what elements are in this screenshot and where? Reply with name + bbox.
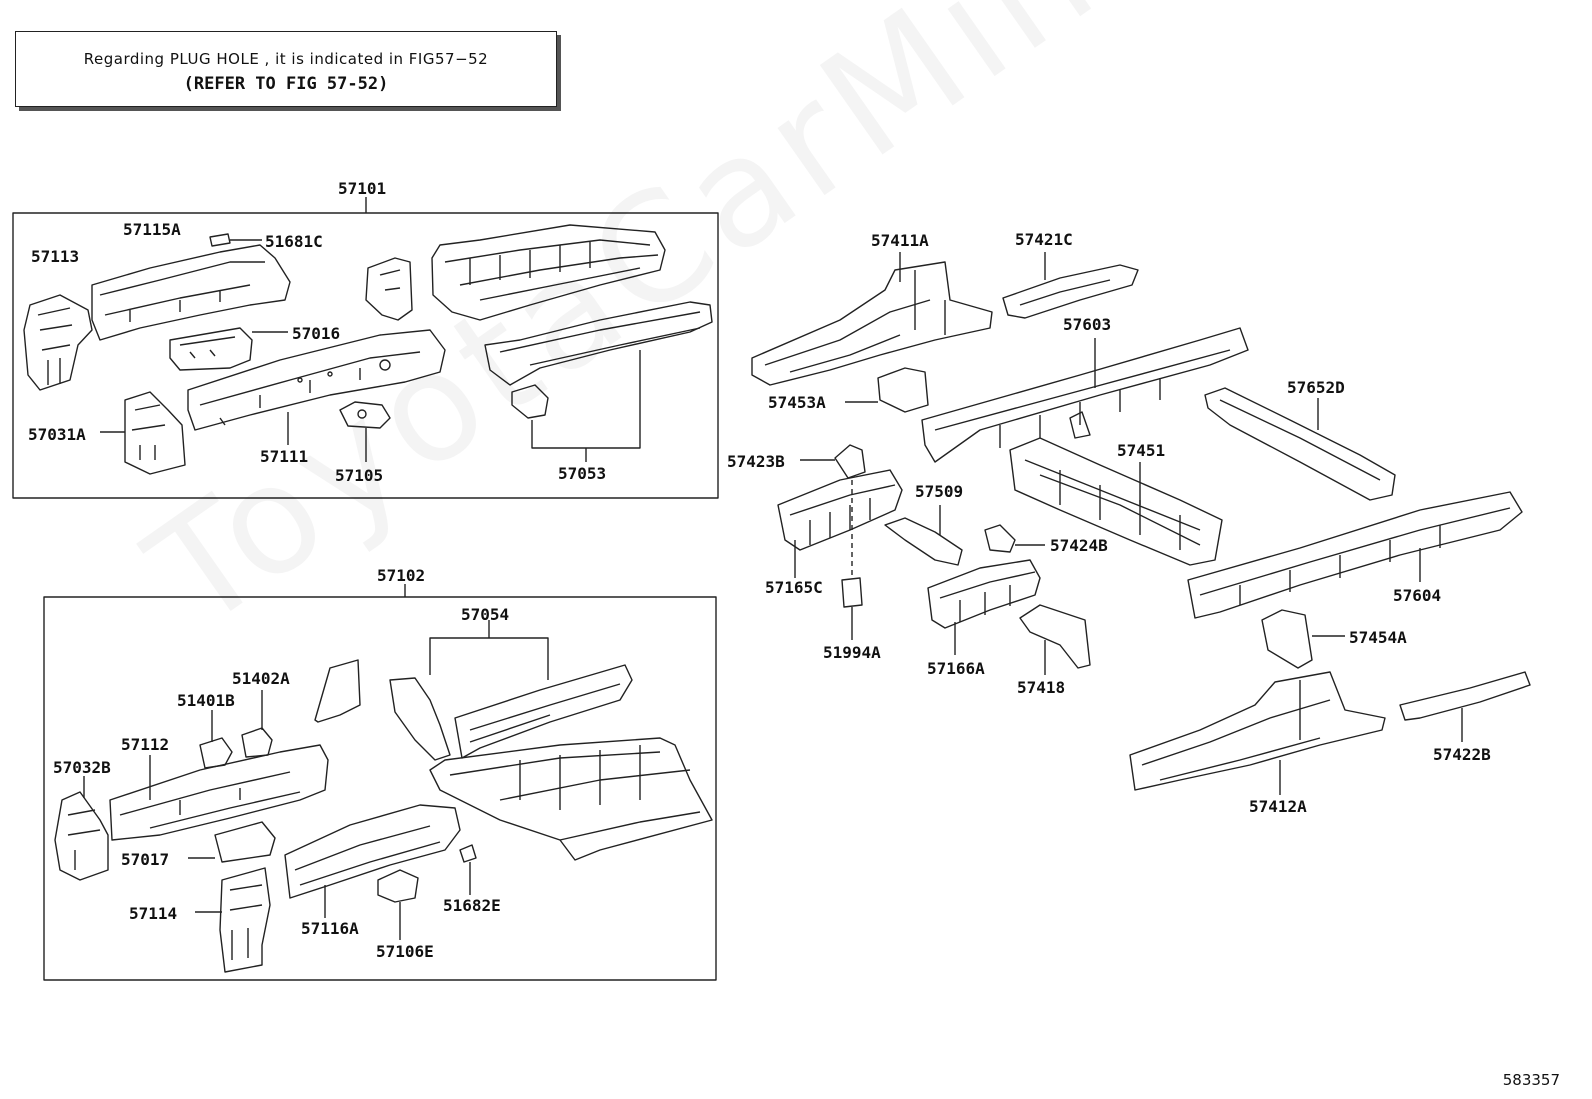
- label-57112[interactable]: 57112: [121, 735, 170, 754]
- part-57114: [219, 867, 271, 973]
- label-57509[interactable]: 57509: [915, 482, 964, 501]
- label-51682E[interactable]: 51682E: [443, 896, 501, 915]
- label-57421C[interactable]: 57421C: [1015, 230, 1073, 249]
- part-57165C: [777, 469, 903, 551]
- note-reference-link[interactable]: (REFER TO FIG 57-52): [183, 74, 389, 94]
- label-57412A[interactable]: 57412A: [1249, 797, 1307, 816]
- label-57054[interactable]: 57054: [461, 605, 510, 624]
- label-57166A[interactable]: 57166A: [927, 659, 985, 678]
- label-57102[interactable]: 57102: [377, 566, 426, 585]
- label-57453A[interactable]: 57453A: [768, 393, 826, 412]
- label-57422B[interactable]: 57422B: [1433, 745, 1491, 764]
- label-57603[interactable]: 57603: [1063, 315, 1112, 334]
- part-57422B: [1399, 671, 1531, 721]
- part-57603-tab: [1069, 411, 1091, 439]
- part-57451: [1009, 437, 1223, 566]
- label-51402A[interactable]: 51402A: [232, 669, 290, 688]
- part-57603: [921, 327, 1249, 463]
- part-57424B: [984, 524, 1016, 553]
- part-57411A: [751, 261, 993, 386]
- part-57418: [1019, 604, 1091, 669]
- part-57054-front: [389, 677, 451, 761]
- label-57423B[interactable]: 57423B: [727, 452, 785, 471]
- part-57016: [169, 327, 253, 371]
- part-57166A: [927, 559, 1041, 629]
- part-57053-lower: [484, 301, 713, 386]
- part-51994A: [841, 577, 863, 608]
- part-57421C: [1002, 264, 1139, 319]
- label-57165C[interactable]: 57165C: [765, 578, 823, 597]
- part-57412A: [1129, 671, 1386, 791]
- part-57106E: [377, 869, 419, 903]
- part-57604: [1187, 491, 1523, 619]
- part-57053-bracket: [511, 384, 549, 419]
- label-57017[interactable]: 57017: [121, 850, 170, 869]
- label-57113[interactable]: 57113: [31, 247, 80, 266]
- label-51994A[interactable]: 51994A: [823, 643, 881, 662]
- label-57604[interactable]: 57604: [1393, 586, 1442, 605]
- label-57652D[interactable]: 57652D: [1287, 378, 1345, 397]
- label-57114[interactable]: 57114: [129, 904, 178, 923]
- label-51681C[interactable]: 51681C: [265, 232, 323, 251]
- label-57101[interactable]: 57101: [338, 179, 387, 198]
- label-57053[interactable]: 57053: [558, 464, 607, 483]
- figure-number: 583357: [1502, 1071, 1560, 1089]
- label-57016[interactable]: 57016: [292, 324, 341, 343]
- label-57454A[interactable]: 57454A: [1349, 628, 1407, 647]
- label-57418[interactable]: 57418: [1017, 678, 1066, 697]
- label-57424B[interactable]: 57424B: [1050, 536, 1108, 555]
- part-57115A: [91, 244, 291, 341]
- part-57453A: [877, 367, 929, 413]
- label-57411A[interactable]: 57411A: [871, 231, 929, 250]
- label-57032B[interactable]: 57032B: [53, 758, 111, 777]
- part-57454A: [1261, 609, 1313, 669]
- part-57113: [23, 294, 93, 391]
- part-57423B: [834, 444, 866, 479]
- label-57106E[interactable]: 57106E: [376, 942, 434, 961]
- label-57105[interactable]: 57105: [335, 466, 384, 485]
- part-bracket-top: [365, 257, 413, 321]
- label-57031A[interactable]: 57031A: [28, 425, 86, 444]
- group-box-57102: [43, 596, 717, 981]
- part-57017: [214, 821, 276, 863]
- part-57053-upper: [431, 224, 666, 321]
- label-57116A[interactable]: 57116A: [301, 919, 359, 938]
- part-57054-rail: [454, 664, 633, 759]
- part-57111: [187, 329, 446, 431]
- part-57116A: [284, 804, 461, 899]
- part-57031A: [124, 391, 186, 475]
- part-51401B: [199, 737, 233, 769]
- label-57451[interactable]: 57451: [1117, 441, 1166, 460]
- plug-hole-note: Regarding PLUG HOLE , it is indicated in…: [15, 31, 557, 107]
- part-bracket-51402A: [314, 659, 361, 723]
- label-51401B[interactable]: 51401B: [177, 691, 235, 710]
- part-rear-rail-lower: [429, 737, 713, 861]
- part-57509: [884, 517, 963, 566]
- label-57111[interactable]: 57111: [260, 447, 309, 466]
- part-57032B: [54, 791, 109, 881]
- label-57115A[interactable]: 57115A: [123, 220, 181, 239]
- part-51682E: [459, 844, 477, 863]
- part-57105: [339, 401, 391, 429]
- part-51681C: [209, 233, 231, 247]
- note-text: Regarding PLUG HOLE , it is indicated in…: [83, 50, 489, 68]
- part-57112: [109, 744, 329, 841]
- part-57652D: [1204, 387, 1396, 501]
- part-51402A: [241, 727, 273, 758]
